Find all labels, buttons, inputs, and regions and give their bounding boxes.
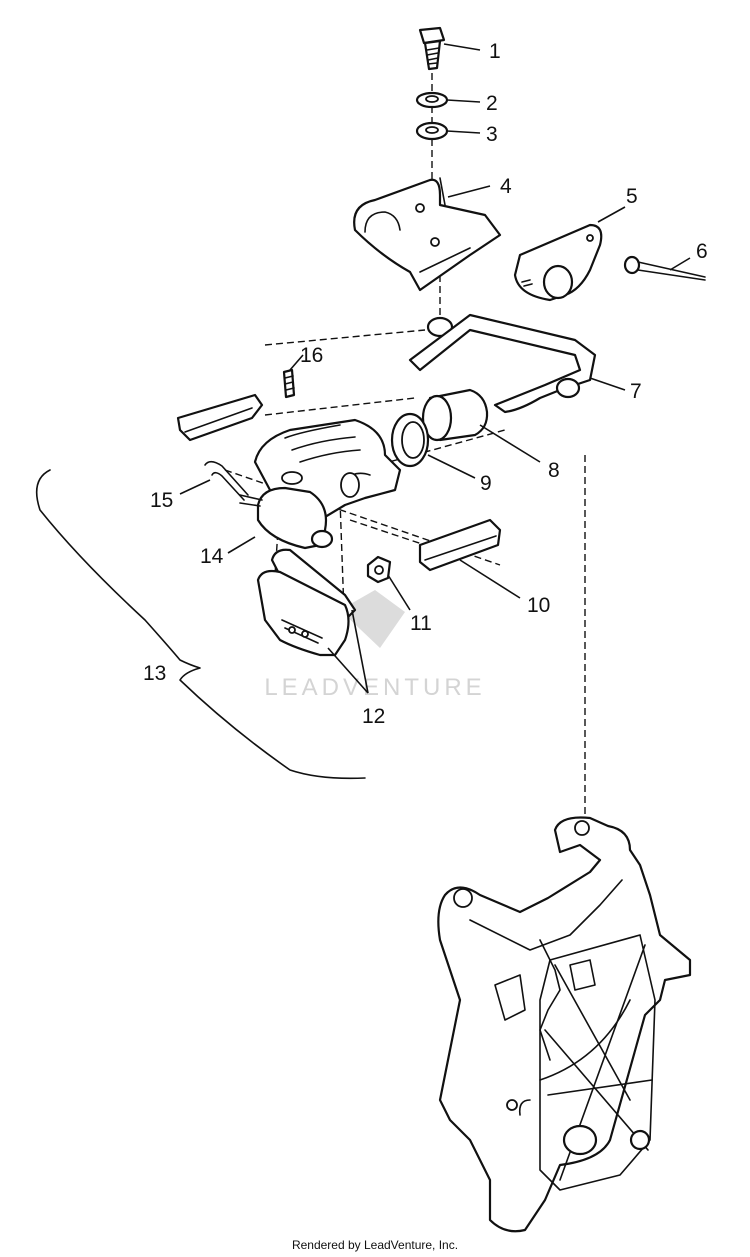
mounting-bracket (353, 177, 502, 292)
callout-6: 6 (696, 240, 708, 263)
watermark-text: LEADVENTURE (264, 674, 485, 701)
piston (421, 388, 489, 442)
callout-3: 3 (486, 123, 498, 146)
watermark-logo (340, 590, 405, 648)
leader-lines (179, 43, 691, 694)
pad-clip-upper (176, 393, 264, 442)
callout-15: 15 (150, 489, 173, 512)
bolt (418, 26, 446, 71)
nut (366, 555, 392, 584)
callout-12: 12 (362, 705, 385, 728)
footer-credit: Rendered by LeadVenture, Inc. (291, 1238, 459, 1252)
pad-clip-lower (418, 518, 502, 572)
bracket-arm (513, 223, 603, 302)
callout-2: 2 (486, 92, 498, 115)
pin (623, 255, 706, 281)
callout-13: 13 (143, 662, 166, 685)
brake-pads (256, 548, 357, 657)
caliper-yoke (408, 313, 597, 414)
callout-11: 11 (410, 612, 432, 635)
callout-9: 9 (480, 472, 492, 495)
caliper-housing (239, 486, 334, 550)
callout-5: 5 (626, 185, 638, 208)
callout-16: 16 (300, 344, 323, 367)
callout-8: 8 (548, 459, 560, 482)
callout-14: 14 (200, 545, 224, 568)
callout-7: 7 (630, 380, 642, 403)
callout-10: 10 (527, 594, 550, 617)
kit-bracket (35, 469, 366, 780)
piston-seal (390, 412, 430, 468)
brake-line (204, 460, 249, 501)
bleeder-screw (282, 368, 296, 399)
watermark: LEADVENTURE (264, 590, 485, 701)
callouts: 1 2 3 4 5 6 7 8 9 10 11 12 13 14 15 16 (143, 40, 708, 728)
flat-washer (415, 121, 449, 141)
callout-4: 4 (500, 175, 512, 198)
callout-1: 1 (489, 40, 501, 63)
chaincase-housing (437, 816, 692, 1233)
lock-washer (415, 91, 449, 109)
